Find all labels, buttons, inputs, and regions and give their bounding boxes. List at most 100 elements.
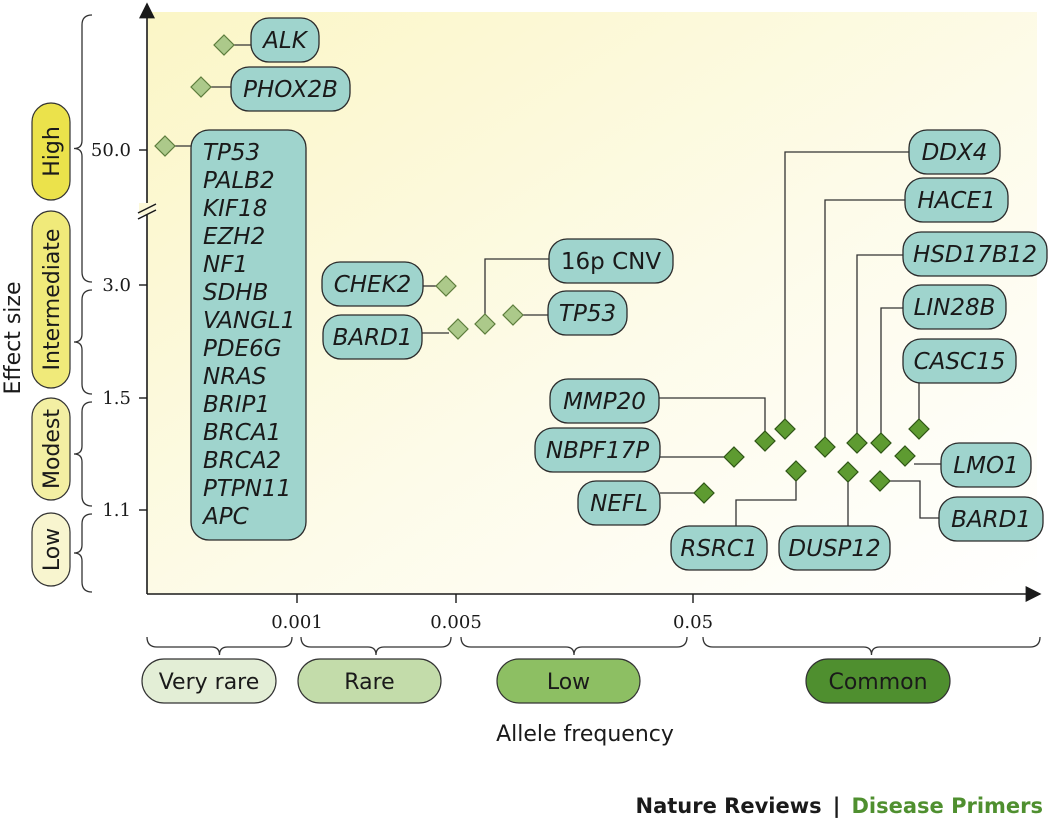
- label-bard1: BARD1: [322, 314, 423, 360]
- label-chek2: CHEK2: [321, 261, 424, 307]
- label-rsrc1: RSRC1: [670, 525, 768, 571]
- frequency-bracket: [460, 636, 688, 656]
- y-axis-break: [137, 203, 157, 220]
- gene-name: MMP20: [563, 389, 646, 415]
- x-tick-label: 0.001: [271, 612, 323, 633]
- frequency-category-label: Common: [828, 670, 927, 695]
- label-gene-list: TP53PALB2KIF18EZH2NF1SDHBVANGL1PDE6GNRAS…: [190, 129, 307, 541]
- gene-name: LMO1: [953, 453, 1018, 479]
- marker-dusp12: [837, 461, 859, 483]
- connector-hace1: [824, 199, 905, 438]
- label-hace1: HACE1: [904, 177, 1009, 223]
- connector-lines: [174, 44, 941, 526]
- y-tick-label: 1.1: [102, 500, 131, 521]
- y-tick-label: 1.5: [102, 388, 131, 409]
- effect-category-label: Modest: [40, 409, 65, 489]
- label-lin28b: LIN28B: [902, 284, 1007, 330]
- frequency-category-label: Rare: [344, 670, 394, 695]
- label-bard1: BARD1: [938, 496, 1044, 542]
- label-casc15: CASC15: [902, 338, 1017, 384]
- gene-name: BARD1: [951, 507, 1031, 533]
- effect-bracket: [73, 14, 93, 283]
- gene-name: TP53: [559, 301, 616, 327]
- frequency-category-label: Low: [547, 670, 590, 695]
- y-tick-label: 50.0: [91, 140, 131, 161]
- credit-line: Nature Reviews | Disease Primers: [636, 794, 1043, 819]
- marker-casc15: [908, 418, 930, 440]
- gene-name: VANGL1: [203, 308, 295, 334]
- frequency-bracket: [300, 636, 452, 656]
- gene-name: SDHB: [203, 280, 268, 306]
- gene-name: NBPF17P: [546, 438, 649, 464]
- gene-name: TP53: [203, 140, 260, 166]
- credit-publisher: Nature Reviews: [636, 794, 822, 818]
- marker-rsrc1: [785, 460, 807, 482]
- effect-category-label: High: [40, 126, 65, 177]
- label-dusp12: DUSP12: [778, 525, 891, 571]
- effect-category-label: Intermediate: [40, 229, 65, 371]
- marker-bard1: [447, 318, 469, 340]
- y-axis-title: Effect size: [1, 282, 26, 395]
- effect-category-high: High: [31, 102, 71, 201]
- gene-name: PHOX2B: [243, 77, 338, 103]
- marker-hsd17b12: [846, 432, 868, 454]
- label-16p-cnv: 16p CNV: [548, 238, 674, 284]
- label-mmp20: MMP20: [549, 378, 660, 424]
- connector-rsrc1: [735, 480, 797, 526]
- label-lmo1: LMO1: [940, 442, 1032, 488]
- effect-category-intermediate: Intermediate: [31, 210, 71, 389]
- gene-name: PDE6G: [203, 336, 282, 362]
- connector-16p-cnv: [484, 258, 549, 315]
- gene-name: EZH2: [203, 224, 265, 250]
- effect-category-low: Low: [31, 512, 71, 587]
- effect-category-label: Low: [40, 528, 65, 571]
- frequency-category-rare: Rare: [297, 658, 442, 704]
- label-nbpf17p: NBPF17P: [534, 427, 661, 473]
- gene-name: LIN28B: [914, 295, 996, 321]
- marker-tp53: [502, 304, 524, 326]
- effect-bracket: [73, 289, 93, 395]
- marker-alk: [213, 34, 235, 56]
- gene-name: HACE1: [917, 188, 995, 214]
- gene-name: NRAS: [203, 364, 267, 390]
- marker-bard1: [869, 470, 891, 492]
- label-alk: ALK: [250, 17, 320, 63]
- gene-name: BRCA2: [203, 448, 281, 474]
- gene-name: CHEK2: [334, 272, 412, 298]
- y-tick-label: 3.0: [102, 275, 131, 296]
- gene-name: 16p CNV: [561, 249, 661, 275]
- gene-name: BRCA1: [203, 420, 281, 446]
- frequency-bracket: [702, 636, 1041, 656]
- x-axis-title: Allele frequency: [496, 722, 674, 747]
- effect-bracket: [73, 513, 93, 593]
- gene-labels: ALK PHOX2B TP53PALB2KIF18EZH2NF1SDHBVANGL1…: [190, 17, 1048, 571]
- effect-bracket: [73, 401, 93, 507]
- label-ddx4: DDX4: [908, 129, 1001, 175]
- marker-nbpf17p: [723, 446, 745, 468]
- marker-nefl: [693, 482, 715, 504]
- frequency-bracket: [146, 636, 293, 656]
- connector-mmp20: [659, 397, 766, 432]
- category-brackets: [73, 14, 1041, 656]
- frequency-category-low: Low: [496, 658, 641, 704]
- gene-name: APC: [201, 504, 249, 530]
- x-tick-label: 0.05: [673, 612, 713, 633]
- gene-name: NEFL: [590, 491, 648, 517]
- gene-name: HSD17B12: [913, 242, 1037, 268]
- connector-ddx4: [784, 151, 909, 420]
- effect-category-modest: Modest: [31, 397, 71, 501]
- credit-series: Disease Primers: [851, 794, 1043, 818]
- marker-mmp20: [754, 430, 776, 452]
- y-ticks: 50.0 3.0 1.5 1.1: [91, 140, 147, 521]
- marker-lin28b: [870, 432, 892, 454]
- marker-gene-list: [154, 135, 176, 157]
- connector-hsd17b12: [856, 254, 903, 434]
- label-hsd17b12: HSD17B12: [902, 231, 1048, 277]
- gene-name: BRIP1: [203, 392, 270, 418]
- gene-name: PALB2: [203, 168, 275, 194]
- gene-name: DUSP12: [788, 536, 880, 562]
- label-phox2b: PHOX2B: [230, 66, 351, 112]
